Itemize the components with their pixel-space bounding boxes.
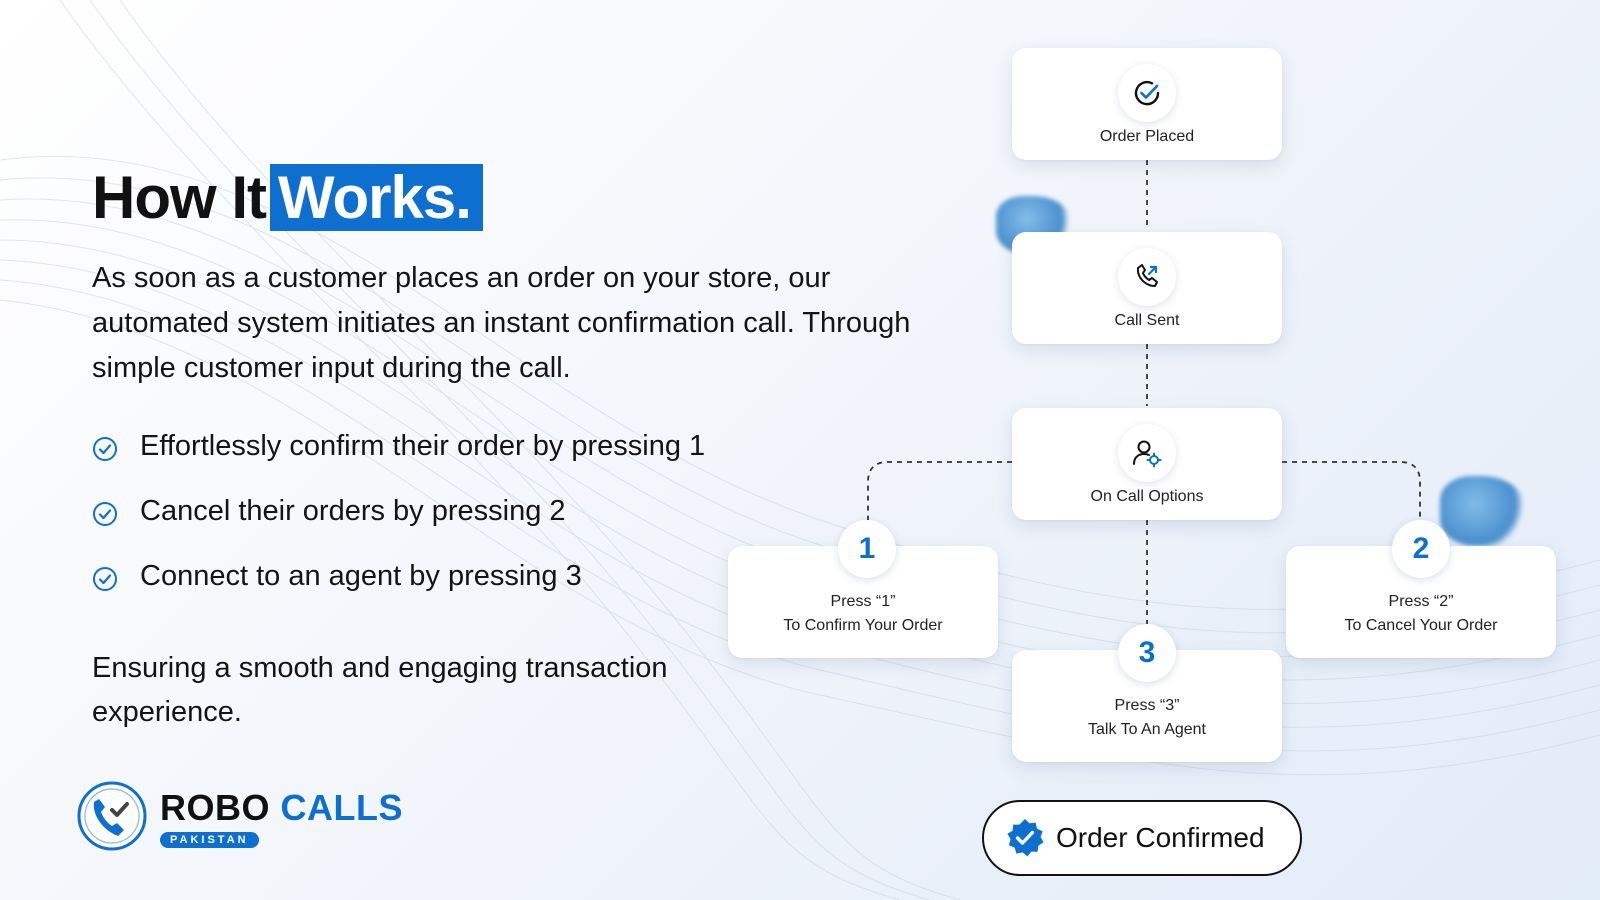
logo-word-robo: ROBO [160, 787, 270, 828]
logo-word-calls: CALLS [280, 787, 404, 828]
list-item-text: Effortlessly confirm their order by pres… [140, 429, 706, 462]
check-circle-icon [93, 502, 117, 526]
list-item-text: Cancel their orders by pressing 2 [140, 494, 566, 527]
step-label: Call Sent [1114, 312, 1180, 329]
logo-tagline: PAKISTAN [160, 832, 259, 848]
option-key: Press “2” [1388, 593, 1454, 610]
step-label: Order Placed [1099, 128, 1195, 145]
option-text: Press “2” To Cancel Your Order [1286, 590, 1556, 638]
connector-options-to-option1 [867, 461, 1012, 520]
order-confirmed-pill: Order Confirmed [982, 800, 1302, 876]
logo-wordmark: ROBO CALLS [160, 788, 403, 828]
list-item: Effortlessly confirm their order by pres… [92, 424, 705, 468]
title-highlight: Works. [269, 164, 483, 231]
phone-check-logo-icon [77, 781, 147, 851]
user-settings-icon [1118, 424, 1176, 482]
list-item: Cancel their orders by pressing 2 [92, 489, 705, 533]
option-number-badge: 2 [1392, 520, 1450, 578]
feature-list: Effortlessly confirm their order by pres… [92, 424, 705, 619]
decorative-blob [1440, 476, 1528, 546]
verified-badge-icon [1007, 819, 1044, 857]
check-circle-icon [1118, 64, 1176, 122]
list-item: Connect to an agent by pressing 3 [92, 554, 705, 598]
step-on-call-options: On Call Options [1012, 408, 1282, 520]
option-number-badge: 1 [838, 520, 896, 578]
outgoing-call-icon [1118, 248, 1176, 306]
option-number-badge: 3 [1118, 624, 1176, 682]
option-action: Talk To An Agent [1087, 721, 1206, 738]
option-key: Press “1” [830, 593, 896, 610]
step-call-sent: Call Sent [1012, 232, 1282, 344]
intro-paragraph: As soon as a customer places an order on… [92, 262, 911, 384]
option-text: Press “1” To Confirm Your Order [728, 590, 998, 638]
step-order-placed: Order Placed [1012, 48, 1282, 160]
step-label: On Call Options [1090, 488, 1204, 505]
list-item-text: Connect to an agent by pressing 3 [140, 559, 582, 592]
option-action: To Cancel Your Order [1344, 617, 1498, 634]
order-confirmed-label: Order Confirmed [1056, 822, 1265, 853]
option-key: Press “3” [1114, 697, 1180, 714]
option-text: Press “3” Talk To An Agent [1012, 694, 1282, 742]
title-prefix: How It [92, 164, 267, 231]
connector-options-to-option2 [1282, 461, 1421, 520]
option-action: To Confirm Your Order [783, 617, 943, 634]
check-circle-icon [93, 437, 117, 461]
check-circle-icon [93, 567, 117, 591]
closing-paragraph: Ensuring a smooth and engaging transacti… [92, 652, 668, 728]
brand-logo: ROBO CALLS PAKISTAN [76, 780, 416, 860]
